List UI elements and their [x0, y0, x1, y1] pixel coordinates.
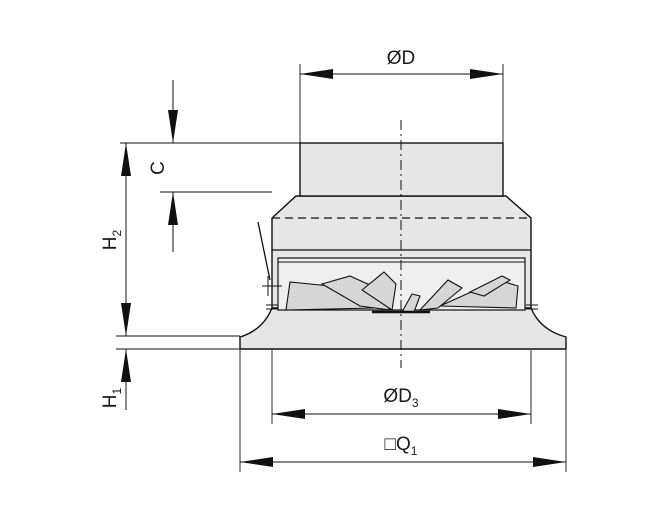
arrowhead — [272, 409, 305, 419]
bracket-rod — [257, 221, 271, 281]
dimension-h1: H1 — [100, 348, 240, 410]
unit-body — [239, 120, 567, 368]
label-h2: H2 — [100, 229, 124, 250]
arrowhead — [121, 349, 131, 382]
side-bracket — [257, 221, 538, 310]
dimension-q1: □Q1 — [239, 350, 567, 472]
arrowhead — [533, 457, 566, 467]
arrowhead — [240, 457, 273, 467]
arrowhead — [470, 69, 503, 79]
arrowhead — [168, 110, 178, 143]
label-q1: □Q1 — [385, 434, 418, 458]
blade — [468, 275, 512, 297]
arrowhead — [121, 143, 131, 176]
dimension-h2: H2 — [100, 143, 240, 337]
arrowhead — [121, 303, 131, 336]
dimension-d3: ØD3 — [271, 350, 532, 424]
label-c: C — [148, 161, 169, 175]
dimension-d: ØD — [299, 48, 504, 143]
blade — [418, 279, 463, 311]
impeller-blades — [285, 271, 519, 314]
blade — [361, 271, 397, 311]
arrowhead — [168, 192, 178, 225]
label-d3: ØD3 — [383, 386, 419, 410]
arrowhead — [300, 69, 333, 79]
label-h1: H1 — [100, 387, 124, 408]
base-flange — [239, 307, 567, 350]
dimension-c: C — [120, 80, 300, 252]
arrowhead — [498, 409, 531, 419]
label-d: ØD — [387, 48, 416, 69]
